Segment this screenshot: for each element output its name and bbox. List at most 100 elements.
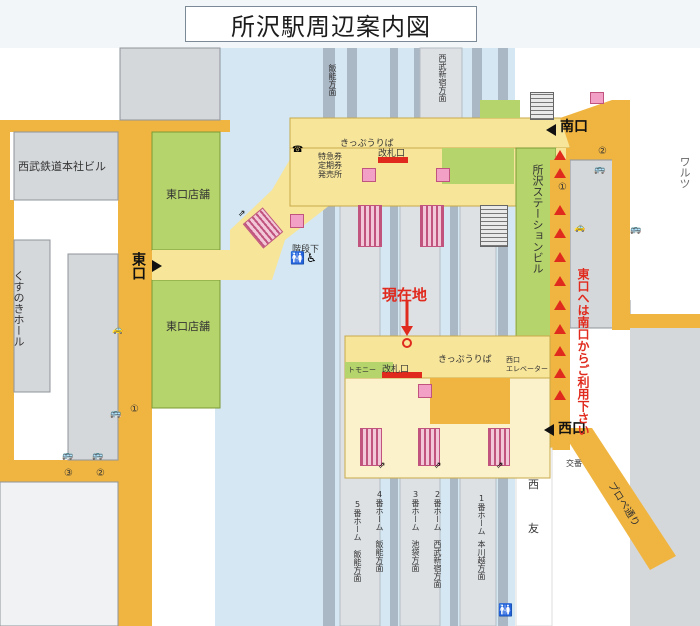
- dir-shinjuku-top: 西武新宿方面: [438, 54, 447, 102]
- east-exit-arrow: [152, 260, 162, 272]
- phone-icon: ☎: [292, 145, 304, 155]
- west-roads: [0, 120, 230, 626]
- special-ticket-label: 特急券 定期券 発売所: [318, 152, 342, 179]
- stairs-upper-1: [358, 205, 382, 247]
- west-exit-arrow: [544, 424, 554, 436]
- escalator-icon: ⇗: [434, 461, 442, 471]
- upper-shops: [442, 100, 520, 184]
- current-location-label: 現在地: [382, 286, 428, 304]
- stairs-lower-3: [488, 428, 510, 466]
- station-building: [515, 147, 557, 337]
- seiyu-2-label: 友: [528, 522, 539, 535]
- seibu-hq-label: 西武鉄道本社ビル: [18, 160, 106, 173]
- south-exit-arrow: [546, 124, 556, 136]
- platform-4: 4番ホーム: [375, 490, 384, 531]
- east-road-v: [630, 100, 700, 300]
- dir-hanno-top: 飯能方面: [328, 64, 337, 96]
- elevator-top-2: [436, 168, 450, 182]
- current-location-dot: [402, 338, 412, 348]
- escalator-icon: ⇗: [496, 461, 504, 471]
- guide-triangle: [554, 368, 566, 378]
- tomony-area: [345, 362, 393, 378]
- warutsu-label: ワルツ: [678, 156, 691, 189]
- west-exit-label[interactable]: 西口: [558, 421, 586, 437]
- bus-icon: 🚌: [62, 451, 74, 461]
- guide-triangle: [554, 168, 566, 178]
- escalator-icon: ⇗: [378, 461, 386, 471]
- guide-triangle: [554, 205, 566, 215]
- west-buildings: [0, 47, 221, 626]
- east-shops: [151, 131, 221, 409]
- bus-icon: 🚌: [630, 225, 642, 235]
- east-shop-1-label: 東口店舗: [166, 188, 210, 201]
- guide-triangle: [554, 390, 566, 400]
- east-bottom-road: [612, 314, 700, 328]
- gate-bar-bottom: [382, 372, 422, 378]
- current-location-arrow: [401, 326, 413, 336]
- tomony-label: トモニー: [348, 366, 376, 374]
- elevator-top-1: [362, 168, 376, 182]
- stairs-lower-1: [360, 428, 382, 466]
- guide-triangle: [554, 324, 566, 334]
- bus-stop-e1: ①: [130, 404, 139, 415]
- platform-1-dir: 本川越方面: [477, 540, 486, 580]
- platform-4-dir: 飯能方面: [375, 540, 384, 572]
- guide-triangle: [554, 252, 566, 262]
- taxi-icon: 🚕: [112, 325, 124, 335]
- platform-5: 5番ホーム: [353, 500, 362, 541]
- elevator-bottom: [418, 384, 432, 398]
- guide-triangle: [554, 150, 566, 160]
- stairs-lower-2: [418, 428, 440, 466]
- south-exit-label[interactable]: 南口: [560, 119, 588, 135]
- kippu-bottom-label: きっぷうりば: [438, 355, 492, 365]
- stairs-down-label: 階段下: [292, 245, 320, 255]
- bus-stop-e3: ③: [64, 468, 73, 479]
- east-bottom-block: [630, 328, 700, 626]
- escalator-upper: [480, 205, 508, 247]
- platform-2: 2番ホーム: [433, 490, 442, 531]
- platform-2-dir: 西武新宿方面: [433, 540, 442, 588]
- bus-icon: 🚌: [594, 165, 606, 175]
- toilet-icon: 🚻: [498, 603, 513, 617]
- platform-1: 1番ホーム: [477, 494, 486, 535]
- elevator-label: 西口 エレベーター: [506, 356, 548, 373]
- prop-street: [560, 428, 676, 570]
- ticket-gate-bottom-label: 改札口: [382, 365, 410, 375]
- wheelchair-icon: ♿: [306, 251, 317, 265]
- elevator-south: [590, 92, 604, 104]
- gate-bar-top: [378, 157, 408, 163]
- platform-5-dir: 飯能方面: [353, 550, 362, 582]
- bus-stop-s1: ①: [558, 182, 567, 193]
- toilet-icon: 🚻: [290, 251, 305, 265]
- taxi-icon: 🚕: [574, 223, 586, 233]
- platform-3-dir: 池袋方面: [411, 540, 420, 572]
- escalator-south: [530, 92, 554, 120]
- bus-icon: 🚌: [92, 451, 104, 461]
- guide-triangle: [554, 300, 566, 310]
- east-shop-2-label: 東口店舗: [166, 320, 210, 333]
- bus-stop-e2: ②: [96, 468, 105, 479]
- lower-shop: [430, 378, 510, 424]
- guide-note: 東口へは南口からご利用下さい: [576, 268, 590, 436]
- kippu-top-label: きっぷうりば: [340, 139, 394, 149]
- station-building-label: 所沢ステーションビル: [531, 164, 544, 274]
- east-exit-label[interactable]: 東口: [130, 252, 146, 280]
- ticket-gate-top-label: 改札口: [378, 149, 406, 159]
- east-right-road: [612, 100, 630, 330]
- guide-triangle: [554, 276, 566, 286]
- map-title: 所沢駅周辺案内図: [185, 6, 477, 42]
- bus-icon: 🚌: [110, 409, 122, 419]
- elevator-east: [290, 214, 304, 228]
- upper-concourse: [289, 117, 571, 149]
- kusunoki-hall-label: くすのきホール: [12, 270, 25, 347]
- koban-label: 交番: [566, 459, 582, 468]
- escalator-icon: ⇗: [238, 209, 246, 219]
- bus-stop-s2: ②: [598, 146, 607, 157]
- platform-3: 3番ホーム: [411, 490, 420, 531]
- stairs-upper-2: [420, 205, 444, 247]
- seiyu-1-label: 西: [528, 478, 539, 491]
- guide-triangle: [554, 228, 566, 238]
- south-exit-area: [560, 100, 612, 148]
- guide-triangle: [554, 346, 566, 356]
